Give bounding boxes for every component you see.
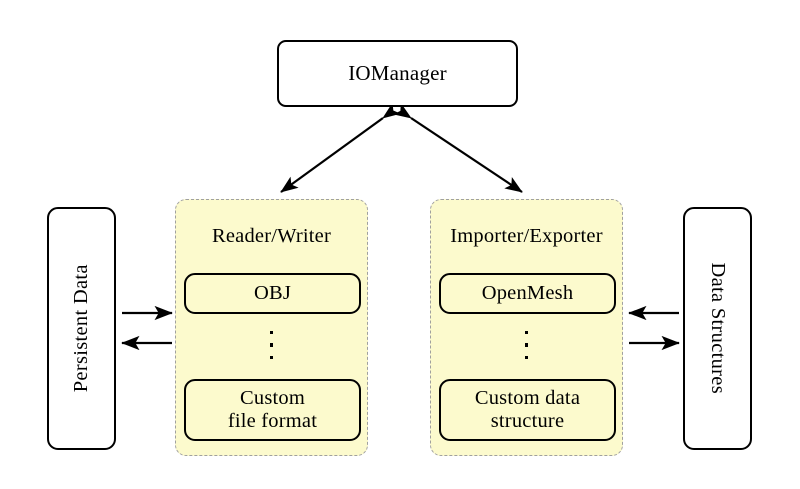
item-openmesh-label: OpenMesh: [481, 282, 574, 305]
item-custom-file-format-line1: Custom: [240, 387, 305, 410]
arrow-iomanager-readerwriter: [280, 102, 401, 193]
ellipsis-importer-exporter: [524, 331, 529, 359]
item-custom-data-structure-line1: Custom data: [474, 387, 581, 410]
ellipsis-reader-writer: [269, 331, 274, 359]
node-persistent-data[interactable]: Persistent Data: [47, 207, 116, 450]
node-iomanager-label: IOManager: [348, 61, 447, 85]
node-persistent-data-label: Persistent Data: [70, 264, 93, 393]
node-data-structures-label: Data Structures: [706, 262, 729, 395]
item-obj-label: OBJ: [253, 282, 292, 305]
node-iomanager[interactable]: IOManager: [277, 40, 518, 107]
item-custom-file-format[interactable]: Custom file format: [184, 379, 361, 441]
panel-reader-writer: Reader/Writer OBJ Custom file format: [175, 199, 368, 456]
arrow-iomanager-importerexporter: [393, 103, 523, 193]
panel-reader-writer-title: Reader/Writer: [211, 225, 331, 247]
node-data-structures[interactable]: Data Structures: [683, 207, 752, 450]
item-openmesh[interactable]: OpenMesh: [439, 273, 616, 314]
item-custom-file-format-line2: file format: [227, 410, 318, 432]
panel-importer-exporter-title: Importer/Exporter: [450, 225, 603, 247]
panel-importer-exporter: Importer/Exporter OpenMesh Custom data s…: [430, 199, 623, 456]
item-obj[interactable]: OBJ: [184, 273, 361, 314]
item-custom-data-structure-line2: structure: [490, 410, 565, 432]
item-custom-data-structure[interactable]: Custom data structure: [439, 379, 616, 441]
